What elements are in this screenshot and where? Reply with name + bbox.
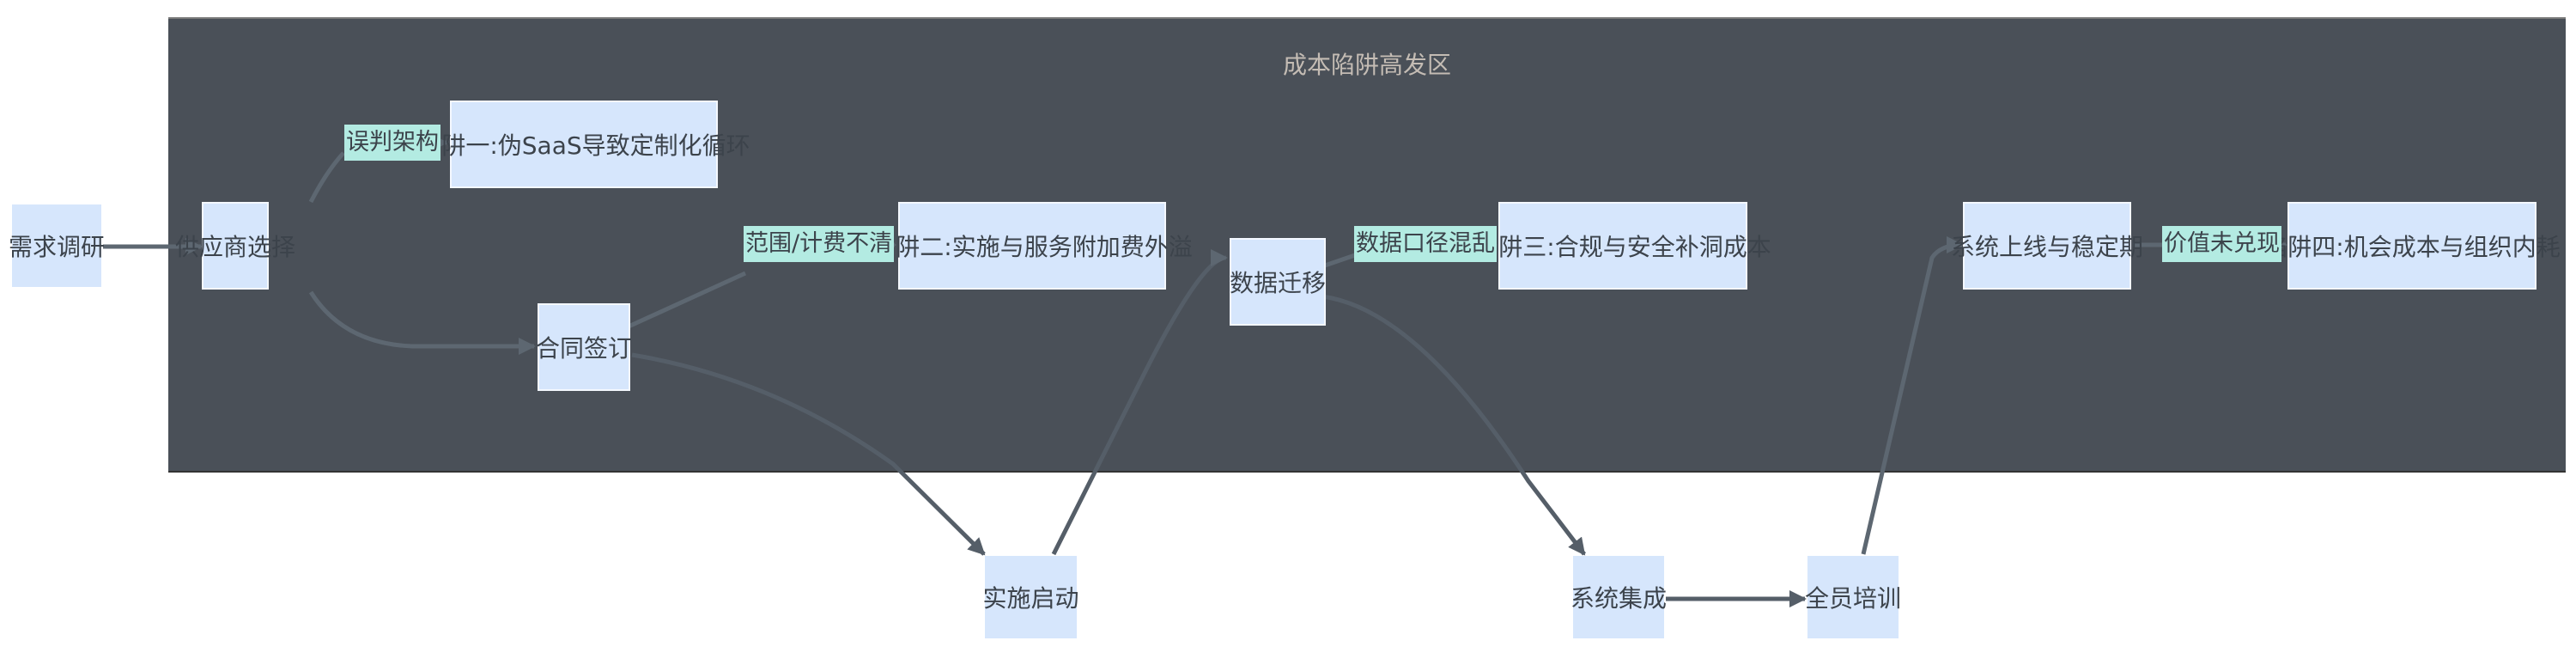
- node-contract-label: 合同签订: [536, 334, 633, 363]
- node-vendor-selection-label: 供应商选择: [175, 233, 296, 261]
- edge-datamigration-integration: [1321, 294, 1586, 556]
- node-kickoff-label: 实施启动: [982, 584, 1079, 613]
- node-training[interactable]: 全员培训: [1805, 556, 1902, 638]
- node-integration-label: 系统集成: [1571, 584, 1668, 613]
- node-golive-label: 系统上线与稳定期: [1951, 233, 2144, 261]
- node-trap4[interactable]: 陷阱四:机会成本与组织内耗: [2263, 202, 2561, 290]
- node-trap3[interactable]: 陷阱三:合规与安全补洞成本: [1474, 202, 1771, 290]
- node-trap2-label: 陷阱二:实施与服务附加费外溢: [872, 233, 1193, 261]
- edge-kickoff-datamigration: [1051, 249, 1228, 556]
- node-trap4-label: 陷阱四:机会成本与组织内耗: [2263, 233, 2561, 261]
- edge-vendor-misjudge: [308, 151, 345, 204]
- node-golive[interactable]: 系统上线与稳定期: [1951, 202, 2143, 290]
- edge-training-golive: [1861, 236, 1964, 555]
- node-data-migration-label: 数据迁移: [1230, 269, 1327, 297]
- edge-datamigration-caliber: [1321, 253, 1356, 269]
- subgraph-title: 成本陷阱高发区: [1282, 51, 1451, 79]
- node-contract[interactable]: 合同签订: [536, 303, 633, 391]
- node-trap3-label: 陷阱三:合规与安全补洞成本: [1474, 233, 1771, 261]
- edge-label-data-caliber: 数据口径混乱: [1354, 226, 1497, 262]
- node-data-migration[interactable]: 数据迁移: [1230, 238, 1326, 326]
- node-kickoff[interactable]: 实施启动: [982, 556, 1079, 638]
- node-vendor-selection[interactable]: 供应商选择: [175, 202, 295, 290]
- node-requirements-label: 需求调研: [9, 233, 106, 261]
- node-trap1-label: 陷阱一:伪SaaS导致定制化循环: [417, 131, 750, 160]
- node-requirements[interactable]: 需求调研: [9, 204, 105, 287]
- edge-vendor-contract: [308, 290, 536, 355]
- edge-label-scope: 范围/计费不清: [744, 226, 895, 262]
- node-trap1[interactable]: 陷阱一:伪SaaS导致定制化循环: [417, 101, 750, 188]
- edge-contract-kickoff: [631, 352, 986, 556]
- edge-contract-scope: [627, 271, 747, 329]
- node-training-label: 全员培训: [1805, 584, 1902, 613]
- node-trap2[interactable]: 陷阱二:实施与服务附加费外溢: [872, 202, 1193, 290]
- node-integration[interactable]: 系统集成: [1571, 556, 1668, 638]
- edge-label-value: 价值未兑现: [2162, 226, 2281, 262]
- edge-label-misjudge: 误判架构: [344, 125, 440, 161]
